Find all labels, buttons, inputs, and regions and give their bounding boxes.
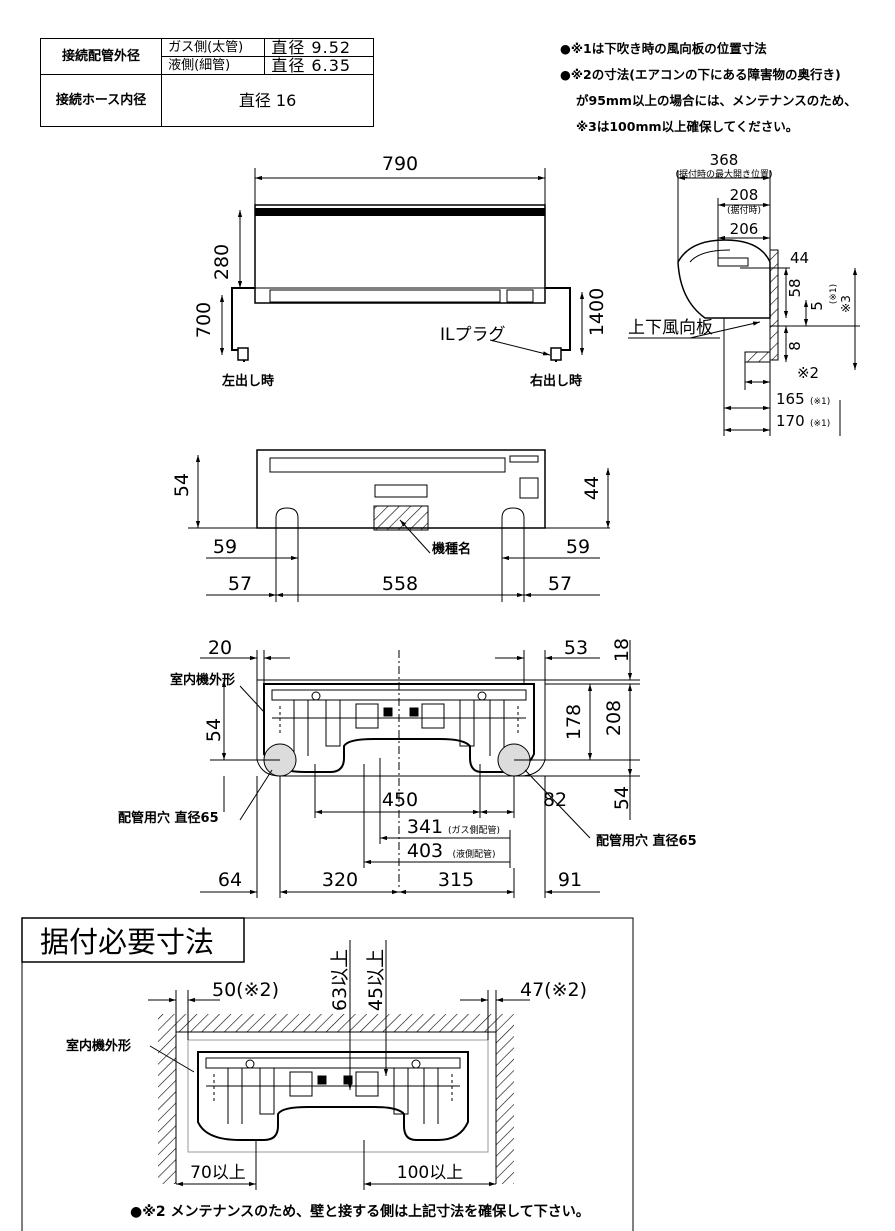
dim-341-note: (ガス側配管) (448, 824, 500, 836)
vane-label: 上下風向板 (628, 318, 713, 338)
dim-315: 315 (438, 869, 474, 891)
dim-91: 91 (558, 869, 582, 891)
pipe-diameter-header: 接続配管外径 (39, 38, 163, 75)
dim-54-back-right: 54 (611, 786, 633, 810)
pipe-spec-table: 接続配管外径 ガス側(太管) 直径 9.52 液側(細管) 直径 6.35 接続… (39, 38, 374, 127)
dim-165-note: (※1) (810, 397, 830, 407)
liquid-side-value: 直径 6.35 (264, 56, 374, 75)
dim-20: 20 (208, 637, 232, 659)
dim-206: 206 (730, 220, 759, 238)
dim-47: 47(※2) (520, 979, 587, 1001)
dim-2: ※2 (797, 364, 819, 382)
outline-label-back: 室内機外形 (170, 672, 235, 688)
outline-label-install: 室内機外形 (66, 1038, 131, 1054)
dim-280: 280 (211, 244, 233, 280)
dim-3: ※3 (839, 295, 853, 313)
top-wall-hatch (158, 1014, 514, 1032)
dim-450: 450 (382, 789, 418, 811)
dim-44-bottom: 44 (581, 476, 603, 500)
dim-54-bottom: 54 (171, 473, 193, 497)
pipe-hole-left-label: 配管用穴 直径65 (118, 810, 219, 826)
dim-44-side: 44 (790, 249, 809, 267)
dim-5-note: (※1) (829, 284, 839, 304)
hose-diameter-header: 接続ホース内径 (39, 74, 163, 127)
note-1: ●※1は下吹き時の風向板の位置寸法 (560, 41, 767, 56)
dim-165: 165 (776, 390, 805, 408)
gas-side-label: ガス側(太管) (161, 38, 266, 57)
install-footnote: ●※2 メンテナンスのため、壁と接する側は上記寸法を確保して下さい。 (130, 1203, 590, 1220)
dim-58: 58 (786, 278, 804, 297)
model-name-label: 機種名 (432, 541, 471, 557)
dim-5: 5 (808, 301, 826, 311)
dim-403: 403 (407, 840, 443, 862)
dim-18: 18 (611, 638, 633, 662)
gas-side-value: 直径 9.52 (264, 38, 374, 57)
dim-170: 170 (776, 412, 805, 430)
dim-790: 790 (382, 153, 418, 175)
display-panel (506, 289, 534, 303)
install-title: 据付必要寸法 (40, 925, 214, 959)
dim-208-side: 208 (730, 186, 759, 204)
dim-63: 63以上 (329, 949, 351, 1011)
hose-diameter-value: 直径 16 (161, 74, 374, 127)
dim-45: 45以上 (365, 949, 387, 1011)
dim-1400: 1400 (586, 288, 608, 336)
dim-70: 70以上 (190, 1163, 246, 1183)
dim-100: 100以上 (397, 1163, 463, 1183)
dim-403-note: (液側配管) (452, 848, 495, 860)
model-label-area (373, 505, 429, 531)
dim-320: 320 (322, 869, 358, 891)
dim-700: 700 (193, 302, 215, 338)
dim-57-left: 57 (228, 573, 252, 595)
il-plug-label: ILプラグ (440, 325, 506, 345)
dim-178: 178 (563, 704, 585, 740)
install-title-box (21, 917, 245, 963)
dim-368: 368 (710, 151, 739, 169)
note-4: ※3は100mm以上確保してください。 (576, 119, 799, 134)
note-2: ●※2の寸法(エアコンの下にある障害物の奥行き) (560, 67, 841, 82)
dim-50: 50(※2) (212, 979, 279, 1001)
left-outlet-label: 左出し時 (222, 373, 274, 389)
side-view: 368 (据付時の最大開き位置) 208 (据付時) 206 44 58 5 (… (628, 151, 860, 436)
dim-341: 341 (407, 816, 443, 838)
dim-170-note: (※1) (810, 419, 830, 429)
note-3: が95mm以上の場合には、メンテナンスのため、 (576, 93, 857, 108)
right-wall-hatch (496, 1032, 514, 1184)
dim-57-right: 57 (548, 573, 572, 595)
dim-54-back-left: 54 (203, 718, 225, 742)
unit-top-panel (255, 208, 545, 216)
unit-front-outline (254, 204, 546, 304)
back-view: 20 53 18 178 208 54 54 室内機外形 450 82 341 … (118, 637, 697, 898)
dim-208-back: 208 (603, 700, 625, 736)
dim-59-right: 59 (566, 536, 590, 558)
dim-8: 8 (786, 341, 804, 351)
dim-59-left: 59 (213, 536, 237, 558)
front-view: 790 280 700 左出し時 1400 右出し時 ILプラグ (193, 153, 608, 389)
dim-53: 53 (564, 637, 588, 659)
side-wall (769, 249, 779, 361)
dim-558: 558 (382, 573, 418, 595)
unit-side-outline (677, 239, 771, 319)
dim-368-note: (据付時の最大開き位置) (675, 168, 772, 180)
pipe-hole-right-label: 配管用穴 直径65 (596, 833, 697, 849)
dim-208-note: (据付時) (727, 204, 761, 216)
right-outlet-label: 右出し時 (529, 373, 582, 389)
left-wall-hatch (158, 1032, 176, 1184)
dim-64: 64 (218, 869, 242, 891)
bottom-view: 54 44 59 59 57 558 57 機種名 (171, 449, 611, 602)
install-section: 据付必要寸法 50(※2) 47(※2) 63以上 45以上 室内機外形 70以… (21, 917, 634, 1231)
